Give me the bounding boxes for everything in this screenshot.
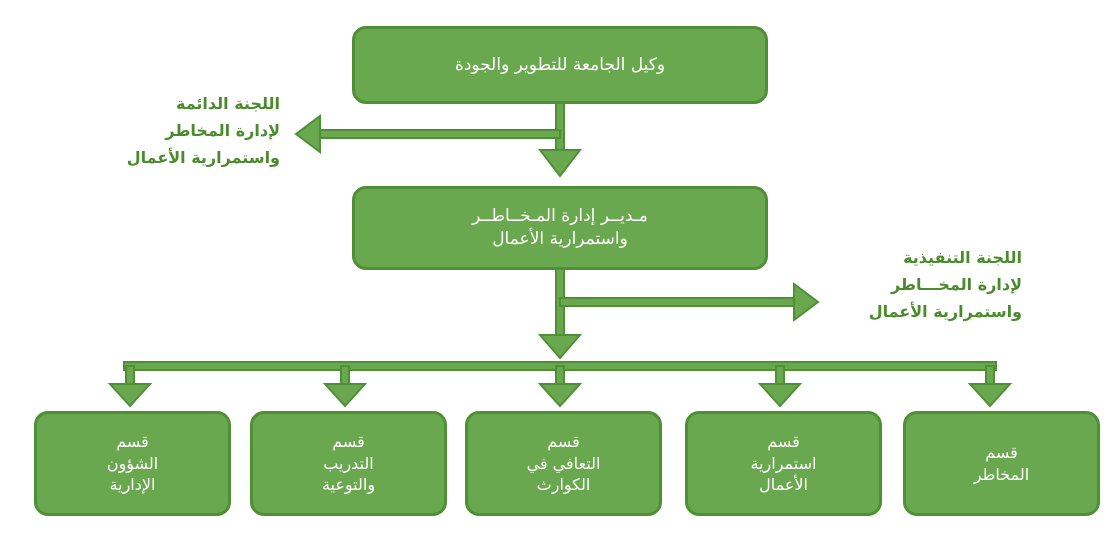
- department-administrative-affairs-line-2: الشؤون: [106, 453, 159, 473]
- department-training-awareness: قسم التدريب والتوعية: [250, 411, 447, 516]
- risk-manager-line-1: مـديــر إدارة المـخــاطــر: [472, 206, 648, 227]
- executive-committee-line-3: واستمرارية الأعمال: [868, 302, 1022, 322]
- vice-president-label: وكيل الجامعة للتطوير والجودة: [454, 54, 666, 75]
- department-business-continuity-line-1: قسم: [767, 432, 800, 452]
- department-disaster-recovery-line-3: الكوارث: [536, 475, 591, 495]
- department-administrative-affairs-line-1: قسم: [116, 432, 149, 452]
- permanent-committee-line-2: لإدارة المخاطر: [165, 121, 280, 141]
- arrow-to-permanent-committee: [294, 114, 321, 154]
- department-business-continuity: قسم استمرارية الأعمال: [685, 411, 882, 516]
- permanent-committee-line-3: واستمرارية الأعمال: [126, 148, 280, 168]
- permanent-committee: اللجنة الدائمة لإدارة المخاطر واستمرارية…: [70, 90, 280, 172]
- permanent-committee-line-1: اللجنة الدائمة: [175, 94, 280, 113]
- department-risks-line-2: المخاطر: [973, 464, 1030, 484]
- connector-top-to-manager: [555, 102, 565, 152]
- department-disaster-recovery-line-2: التعافي في: [526, 453, 601, 473]
- department-administrative-affairs: قسم الشؤون الإدارية: [34, 411, 231, 516]
- department-disaster-recovery: قسم التعافي في الكوارث: [465, 411, 662, 516]
- arrow-to-departments: [537, 334, 583, 360]
- risk-manager-box: مـديــر إدارة المـخــاطــر واستمرارية ال…: [352, 186, 768, 270]
- vice-president-box: وكيل الجامعة للتطوير والجودة: [352, 26, 768, 104]
- connector-to-permanent-committee: [317, 129, 561, 139]
- department-business-continuity-line-2: استمرارية: [750, 453, 817, 473]
- executive-committee-line-1: اللجنة التنفيذية: [903, 248, 1022, 267]
- arrow-to-manager: [537, 149, 583, 178]
- connector-to-executive-committee: [559, 297, 797, 307]
- department-training-awareness-line-1: قسم: [332, 432, 365, 452]
- executive-committee-line-2: لإدارة المخـــاطر: [890, 275, 1022, 295]
- department-risks: قسم المخاطر: [903, 411, 1100, 516]
- arrow-dept-5: [107, 383, 153, 408]
- risk-manager-line-2: واستمرارية الأعمال: [492, 229, 628, 249]
- department-administrative-affairs-line-3: الإدارية: [109, 475, 156, 495]
- arrow-dept-4: [322, 383, 368, 408]
- department-business-continuity-line-3: الأعمال: [759, 475, 808, 495]
- arrow-dept-1: [967, 383, 1013, 408]
- department-risks-line-1: قسم: [985, 442, 1018, 462]
- arrow-to-executive-committee: [793, 282, 820, 322]
- department-training-awareness-line-2: التدريب: [323, 453, 374, 473]
- department-disaster-recovery-line-1: قسم: [547, 432, 580, 452]
- arrow-dept-2: [757, 383, 803, 408]
- department-training-awareness-line-3: والتوعية: [321, 475, 376, 495]
- arrow-dept-3: [537, 383, 583, 408]
- executive-committee: اللجنة التنفيذية لإدارة المخـــاطر واستم…: [800, 244, 1022, 326]
